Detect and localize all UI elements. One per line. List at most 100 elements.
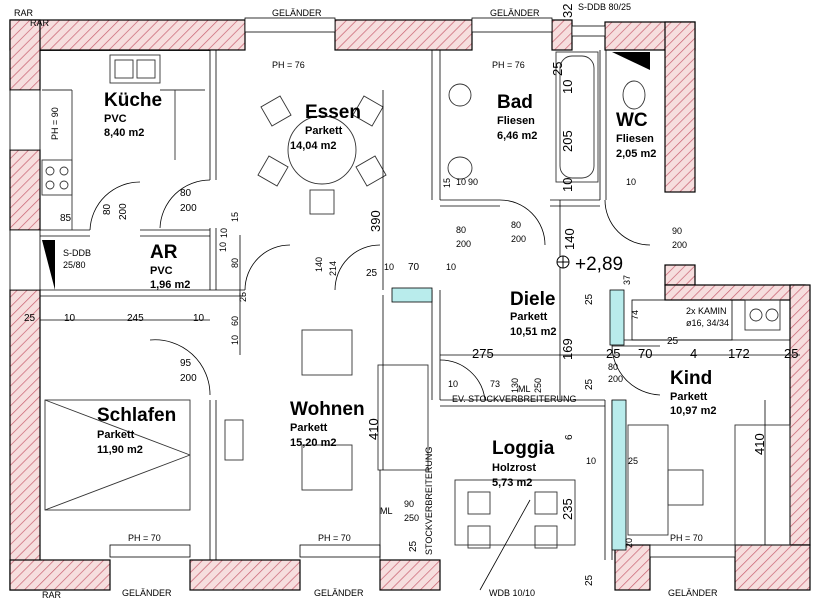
- dim-label: 10: [560, 178, 575, 192]
- dim-label: 200: [180, 373, 197, 384]
- ph-label: PH = 76: [272, 60, 305, 70]
- ph-label: PH = 90: [50, 107, 60, 140]
- level-label: +2,89: [575, 254, 623, 275]
- kamin-dim: ø16, 34/34: [686, 318, 729, 328]
- dim-label: 25: [667, 336, 679, 347]
- dim-label: 10: [446, 262, 456, 272]
- room-wohnen: Wohnen Parkett 15,20 m2: [290, 399, 365, 449]
- room-kind: Kind Parkett 10,97 m2: [670, 368, 716, 417]
- room-name: Loggia: [492, 438, 555, 459]
- stock-label: EV. STOCKVERBREITERUNG: [452, 394, 577, 404]
- dim-label: 25: [606, 346, 620, 361]
- dim-label: 25: [24, 313, 36, 324]
- dim-label: 80: [608, 362, 618, 372]
- room-name: Wohnen: [290, 399, 365, 420]
- dim-label: 25: [238, 292, 248, 302]
- room-name: WC: [616, 110, 648, 131]
- room-area: 5,73 m2: [492, 477, 532, 489]
- dim-label: 10: [456, 177, 466, 187]
- dim-label: 10: [218, 242, 228, 252]
- dim-label: 85: [60, 213, 72, 224]
- dim-label: 250: [404, 513, 419, 523]
- room-material: PVC: [150, 265, 173, 277]
- kamin-label: 2x KAMIN: [686, 306, 727, 316]
- dim-label: 410: [752, 433, 767, 455]
- dim-label: 25: [784, 346, 798, 361]
- dim-label: 10: [193, 313, 205, 324]
- dim-label: 15: [230, 212, 240, 222]
- dim-label: 235: [560, 498, 575, 520]
- dim-label: 10: [230, 335, 240, 345]
- room-name: Essen: [305, 102, 361, 123]
- dim-label: 6: [564, 434, 575, 440]
- dim-label: 172: [728, 346, 750, 361]
- dim-label: 95: [180, 358, 192, 369]
- level-cross-icon: [557, 256, 569, 268]
- ml-label: ML: [518, 384, 531, 394]
- dim-label: 390: [368, 210, 383, 232]
- dimensions: 85 80 200 80 200 10 15 10 80 25 60 10 25…: [24, 4, 798, 586]
- room-material: Fliesen: [497, 115, 535, 127]
- room-wc: WC Fliesen 2,05 m2: [616, 110, 656, 160]
- gelaender-label: GELÄNDER: [490, 8, 540, 18]
- room-ar: AR PVC 1,96 m2: [150, 242, 190, 291]
- room-essen: Essen Parkett 14,04 m2: [290, 102, 361, 152]
- dim-label: 80: [456, 225, 466, 235]
- dim-label: 10: [448, 379, 458, 389]
- dim-label: 25: [366, 268, 378, 279]
- room-material: Fliesen: [616, 133, 654, 145]
- room-area: 15,20 m2: [290, 437, 336, 449]
- sddb-label: S-DDB: [63, 248, 91, 258]
- rar-label: RAR: [42, 590, 62, 600]
- room-area: 1,96 m2: [150, 279, 190, 291]
- dim-label: 169: [560, 338, 575, 360]
- dim-label: 410: [366, 418, 381, 440]
- room-area: 2,05 m2: [616, 148, 656, 160]
- room-material: Parkett: [670, 391, 708, 403]
- room-area: 10,97 m2: [670, 405, 716, 417]
- dim-label: 200: [180, 203, 197, 214]
- dim-label: 80: [180, 188, 192, 199]
- dim-label: 200: [608, 374, 623, 384]
- dim-label: 90: [468, 177, 478, 187]
- dim-label: 10: [64, 313, 76, 324]
- glass-element: [609, 289, 625, 346]
- dim-label: 90: [404, 499, 414, 509]
- gelaender-label: GELÄNDER: [314, 588, 364, 598]
- gelaender-label: GELÄNDER: [272, 8, 322, 18]
- dim-label: 60: [230, 316, 240, 326]
- dim-label: 25: [550, 62, 565, 76]
- dim-label: 214: [328, 261, 338, 276]
- dim-label: 90: [672, 226, 682, 236]
- misc-labels: RAR RAR RAR GELÄNDER GELÄNDER GELÄNDER G…: [14, 2, 729, 600]
- dim-label: 4: [690, 346, 697, 361]
- dim-label: 70: [408, 262, 420, 273]
- dim-label: 20: [624, 538, 634, 548]
- sddb-label: S-DDB 80/25: [578, 2, 631, 12]
- dim-label: 245: [127, 313, 144, 324]
- ph-label: PH = 76: [492, 60, 525, 70]
- windows: [9, 17, 736, 558]
- room-name: Bad: [497, 92, 533, 113]
- dim-label: 80: [511, 220, 521, 230]
- gelaender-label: GELÄNDER: [122, 588, 172, 598]
- dim-label: 25: [408, 540, 419, 552]
- interior-walls: [39, 49, 790, 560]
- dim-label: 25: [628, 456, 638, 466]
- dim-label: 275: [472, 346, 494, 361]
- ml-label: ML: [380, 506, 393, 516]
- room-area: 11,90 m2: [97, 444, 143, 456]
- wdb-label: WDB 10/10: [489, 588, 535, 598]
- dim-label: 10: [586, 456, 596, 466]
- room-name: Küche: [104, 90, 162, 111]
- room-kueche: Küche PVC 8,40 m2: [104, 90, 162, 139]
- rar-label: RAR: [14, 8, 34, 18]
- dim-label: 73: [490, 379, 500, 389]
- room-area: 10,51 m2: [510, 326, 556, 338]
- dim-label: 25: [584, 378, 595, 390]
- stock-vertical-label: STOCKVERBREITERUNG: [424, 447, 434, 555]
- dim-label: 70: [638, 346, 652, 361]
- room-name: Schlafen: [97, 405, 176, 426]
- room-schlafen: Schlafen Parkett 11,90 m2: [97, 405, 176, 456]
